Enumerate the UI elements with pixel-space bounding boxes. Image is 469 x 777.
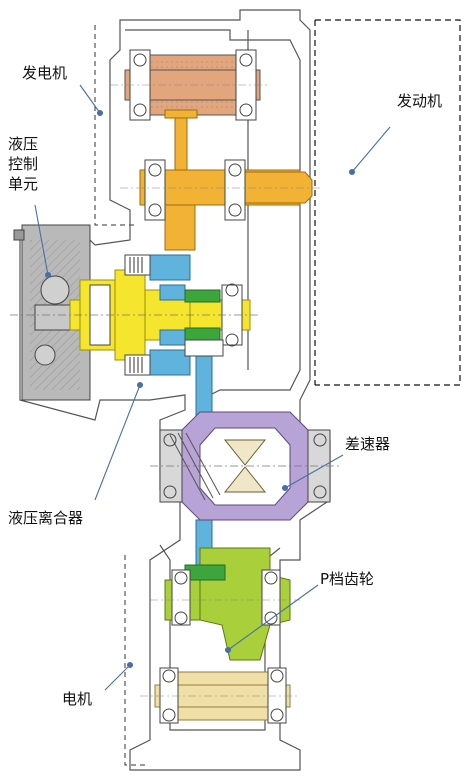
- engine-label: 发动机: [397, 92, 443, 110]
- generator-outline: [94, 25, 135, 226]
- hydraulic-control-unit-label-line3: 单元: [8, 175, 39, 193]
- clutch-shaft: [10, 269, 260, 361]
- leader-lines: [34, 84, 391, 691]
- p-gear: [164, 547, 291, 661]
- engine-outline: [314, 19, 461, 386]
- differential-label: 差速器: [345, 435, 391, 453]
- generator-label: 发电机: [22, 64, 68, 82]
- hydraulic-control-unit-label: 液压 控制 单元: [8, 134, 42, 194]
- hydraulic-control-unit-label-line2: 控制: [8, 155, 39, 173]
- motor-label: 电机: [62, 690, 93, 708]
- p-gear-label: P档齿轮: [320, 570, 375, 588]
- engine-input-gear: [139, 109, 313, 251]
- centerlines: [110, 84, 320, 697]
- hydraulic-control-unit-label-line1: 液压: [8, 135, 39, 153]
- hydraulic-clutch-label: 液压离合器: [8, 509, 84, 527]
- differential: [150, 411, 340, 521]
